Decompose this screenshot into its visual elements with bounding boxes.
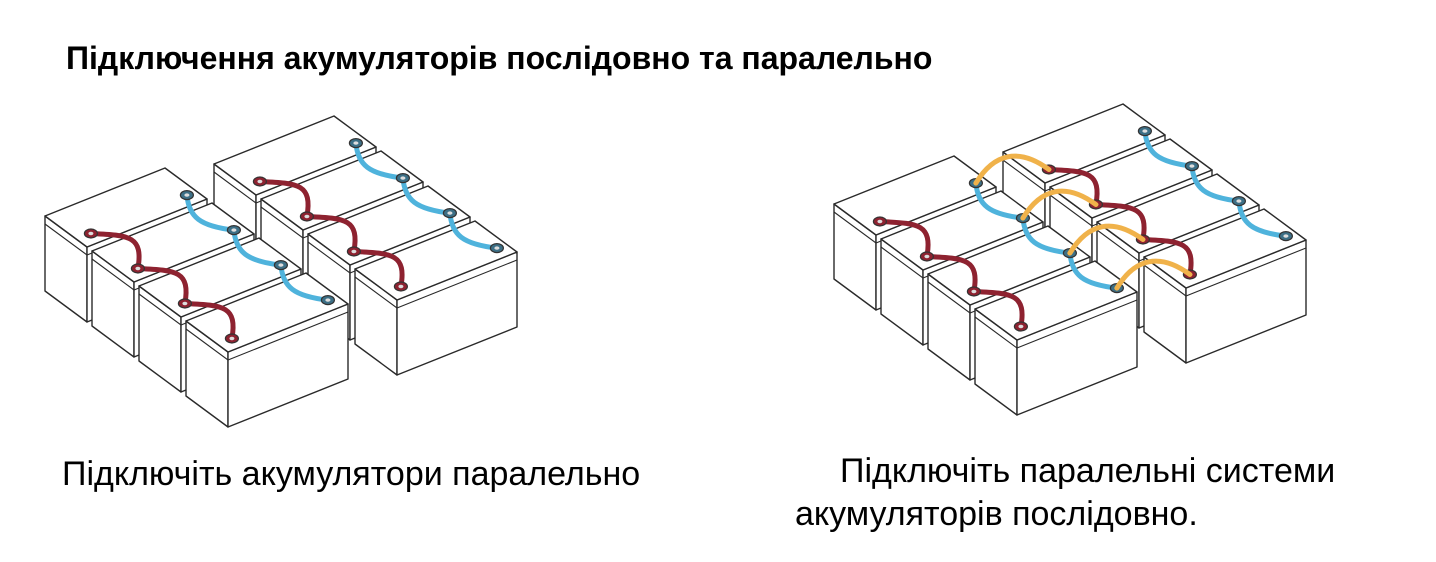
terminal-bolt: [325, 298, 331, 302]
red-cable: [257, 178, 311, 219]
blue-cable: [278, 262, 331, 303]
red-cable: [924, 253, 978, 294]
battery-top-face: [880, 190, 1044, 271]
blue-cable: [1236, 198, 1289, 239]
red-cable: [135, 265, 189, 306]
left-caption: Підключіть акумулятори паралельно: [62, 455, 641, 493]
red-cable: [182, 300, 236, 341]
battery-top-face: [91, 202, 255, 283]
terminal-bolt: [924, 254, 930, 259]
battery-top-face: [138, 237, 302, 318]
battery-top-face: [833, 155, 997, 236]
series-parallel-diagram: [833, 103, 1307, 416]
terminal-bolt: [184, 193, 190, 197]
battery-top-face: [185, 272, 349, 353]
terminal-bolt: [400, 176, 406, 180]
terminal-bolt: [971, 289, 977, 294]
blue-cable: [1020, 215, 1073, 256]
terminal-bolt: [304, 214, 310, 219]
terminal-bolt: [135, 266, 141, 271]
terminal-bolt: [182, 301, 188, 306]
terminal-bolt: [1236, 199, 1242, 203]
terminal-bolt: [231, 228, 237, 232]
battery-lid-line: [1143, 247, 1307, 297]
right-caption-line1: Підключіть паралельні системи: [840, 452, 1336, 490]
terminal-bolt: [877, 219, 883, 224]
terminal-bolt: [1189, 164, 1195, 168]
terminal-bolt: [447, 211, 453, 215]
battery-top-face: [44, 167, 208, 248]
blue-cable: [447, 210, 500, 251]
yellow-cable: [1114, 258, 1193, 291]
red-cable: [1140, 236, 1194, 277]
battery: [185, 272, 349, 428]
yellow-cable: [1020, 188, 1099, 221]
terminal-bolt: [229, 336, 235, 341]
yellow-cable: [1067, 223, 1146, 256]
terminal-bolt: [1018, 324, 1024, 329]
blue-cable: [400, 175, 453, 216]
terminal-bolt: [494, 246, 500, 250]
blue-cable: [973, 180, 1026, 221]
blue-cable: [1067, 250, 1120, 291]
battery-top-face: [260, 150, 424, 231]
red-cable: [88, 230, 142, 271]
battery-lid-line: [354, 259, 518, 309]
terminal-bolt: [353, 141, 359, 145]
blue-cable: [231, 227, 284, 268]
terminal-bolt: [398, 284, 404, 289]
battery: [354, 220, 518, 376]
parallel-diagram: [44, 115, 518, 428]
battery-lid-line: [974, 299, 1138, 349]
battery-lid-line: [185, 311, 349, 361]
battery-top-face: [354, 220, 518, 301]
terminal-bolt: [88, 231, 94, 236]
battery-top-face: [307, 185, 471, 266]
battery-top-face: [927, 225, 1091, 306]
red-cable: [1093, 201, 1147, 242]
red-cable: [304, 213, 358, 254]
terminal-bolt: [351, 249, 357, 254]
terminal-bolt: [257, 179, 263, 184]
battery-top-face: [213, 115, 377, 196]
battery: [974, 260, 1138, 416]
blue-cable: [1189, 163, 1242, 204]
terminal-bolt: [1283, 234, 1289, 238]
blue-cable: [353, 140, 406, 181]
red-cable: [351, 248, 405, 289]
terminal-bolt: [1142, 129, 1148, 133]
blue-cable: [184, 192, 237, 233]
blue-cable: [1142, 128, 1195, 169]
battery-top-face: [974, 260, 1138, 341]
yellow-cable: [973, 153, 1052, 186]
red-cable: [1046, 166, 1100, 207]
red-cable: [971, 288, 1025, 329]
red-cable: [877, 218, 931, 259]
page-title: Підключення акумуляторів послідовно та п…: [66, 40, 933, 76]
right-caption-line2: акумуляторів послідовно.: [795, 495, 1198, 533]
terminal-bolt: [278, 263, 284, 267]
